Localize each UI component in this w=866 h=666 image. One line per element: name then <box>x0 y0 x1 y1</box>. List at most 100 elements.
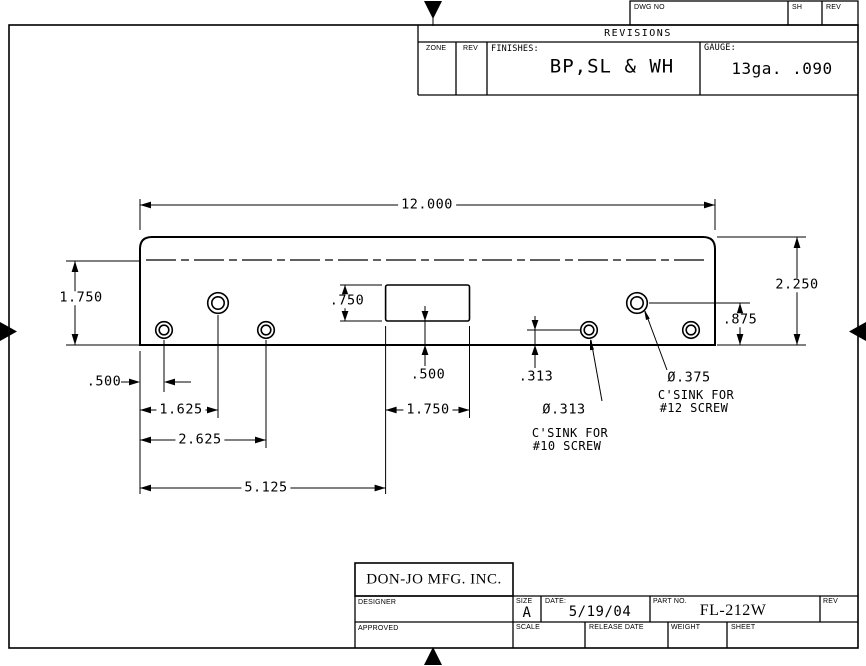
arrowhead <box>140 201 151 209</box>
arrowhead <box>385 406 397 414</box>
part-no-value: FL-212W <box>699 602 767 619</box>
csink-large-note2: #12 SCREW <box>659 401 729 415</box>
corner-block-outline <box>629 0 859 26</box>
hole-inner <box>629 295 644 310</box>
dim-hole-bottom: .313 <box>515 370 557 384</box>
arrowhead <box>704 201 715 209</box>
dim-slot-height: .750 <box>326 294 368 308</box>
arrowhead <box>374 484 386 492</box>
designer-label: DESIGNER <box>358 599 397 606</box>
registration-arrow-top <box>424 1 442 19</box>
arrowhead <box>458 406 470 414</box>
hole-inner <box>211 295 226 310</box>
title-rev-label: REV <box>823 598 838 605</box>
arrowhead <box>531 345 539 355</box>
arrowhead <box>590 339 594 351</box>
arrowhead <box>129 378 140 386</box>
hole-inner <box>158 324 170 336</box>
hole-outer <box>154 320 174 340</box>
dim-slot-position: 5.125 <box>241 481 291 495</box>
hole-outer <box>206 291 230 315</box>
arrowhead <box>140 406 151 414</box>
date-value: 5/19/04 <box>568 604 632 620</box>
scale-label: SCALE <box>516 624 540 631</box>
corner-rev-label: REV <box>826 4 841 11</box>
dimension-front-height <box>66 260 140 346</box>
rev-column-label: REV <box>463 45 478 52</box>
part-no-label: PART NO. <box>653 598 687 605</box>
arrowhead <box>793 334 801 345</box>
leader-csink-large <box>644 309 668 371</box>
size-label: SIZE <box>516 598 533 605</box>
dim-third-hole: 2.625 <box>175 433 225 447</box>
countersunk-hole-small <box>579 320 599 340</box>
sheet-border <box>8 24 859 649</box>
gauge-label: GAUGE: <box>704 43 736 53</box>
slot-cutout <box>384 284 471 322</box>
arrowhead <box>421 345 429 355</box>
gauge-value: 13ga. .090 <box>731 59 833 78</box>
arrowhead <box>341 311 349 321</box>
countersunk-hole-small <box>681 320 701 340</box>
csink-large-note1: C'SINK FOR <box>657 388 735 402</box>
dim-upper-hole-height: .875 <box>719 313 761 327</box>
arrowhead <box>793 237 801 248</box>
arrowhead <box>164 378 175 386</box>
dim-second-hole: 1.625 <box>156 403 206 417</box>
leader-csink-small <box>590 339 603 402</box>
leader-line <box>590 339 603 402</box>
dim-first-hole: .500 <box>86 373 122 390</box>
countersunk-hole-small <box>256 320 276 340</box>
arrowhead <box>736 334 744 345</box>
company-name: DON-JO MFG. INC. <box>366 571 502 588</box>
leader-line <box>644 310 668 371</box>
arrowhead <box>644 309 650 320</box>
arrowhead <box>71 261 79 272</box>
arrowhead <box>421 311 429 321</box>
size-value: A <box>522 605 532 621</box>
weight-label: WEIGHT <box>671 624 701 631</box>
title-block-lines <box>354 562 858 648</box>
dim-front-height: 1.750 <box>56 291 106 305</box>
dim-overall-width: 12.000 <box>398 198 456 212</box>
countersunk-hole-large <box>625 291 649 315</box>
sheet-label: SHEET <box>731 624 756 631</box>
arrowhead <box>140 484 151 492</box>
csink-large-dia: Ø.375 <box>667 369 711 386</box>
hole-outer <box>681 320 701 340</box>
approved-label: APPROVED <box>358 625 399 632</box>
revisions-title: REVISIONS <box>604 28 672 39</box>
release-date-label: RELEASE DATE <box>589 624 644 631</box>
revisions-block-lines <box>417 25 858 96</box>
part-view <box>139 236 716 346</box>
finishes-label: FINISHES: <box>491 44 539 54</box>
plate-outline <box>139 236 716 346</box>
hole-outer <box>256 320 276 340</box>
hole-inner <box>260 324 272 336</box>
zone-label: ZONE <box>426 45 447 52</box>
countersunk-hole-small <box>154 320 174 340</box>
dimension-hole-bottom-offset <box>527 316 580 368</box>
dwg-no-label: DWG NO <box>634 4 665 11</box>
hole-inner <box>685 324 697 336</box>
arrowhead <box>140 436 151 444</box>
dim-slot-bottom: .500 <box>407 368 449 382</box>
csink-small-note2: #10 SCREW <box>532 439 602 453</box>
arrowhead <box>207 406 218 414</box>
arrowhead <box>736 303 744 314</box>
hole-outer <box>625 291 649 315</box>
sh-label: SH <box>792 4 803 11</box>
date-label: DATE: <box>545 598 567 605</box>
arrowhead <box>341 285 349 295</box>
registration-arrow-bottom <box>424 647 442 665</box>
csink-small-note1: C'SINK FOR <box>531 426 609 440</box>
dim-slot-width: 1.750 <box>403 403 453 417</box>
countersunk-hole-large <box>206 291 230 315</box>
dimension-slot-bottom-offset <box>421 306 429 366</box>
corner-block-lines <box>629 0 859 26</box>
finishes-value: BP,SL & WH <box>549 55 675 78</box>
dimension-first-hole <box>121 340 191 494</box>
